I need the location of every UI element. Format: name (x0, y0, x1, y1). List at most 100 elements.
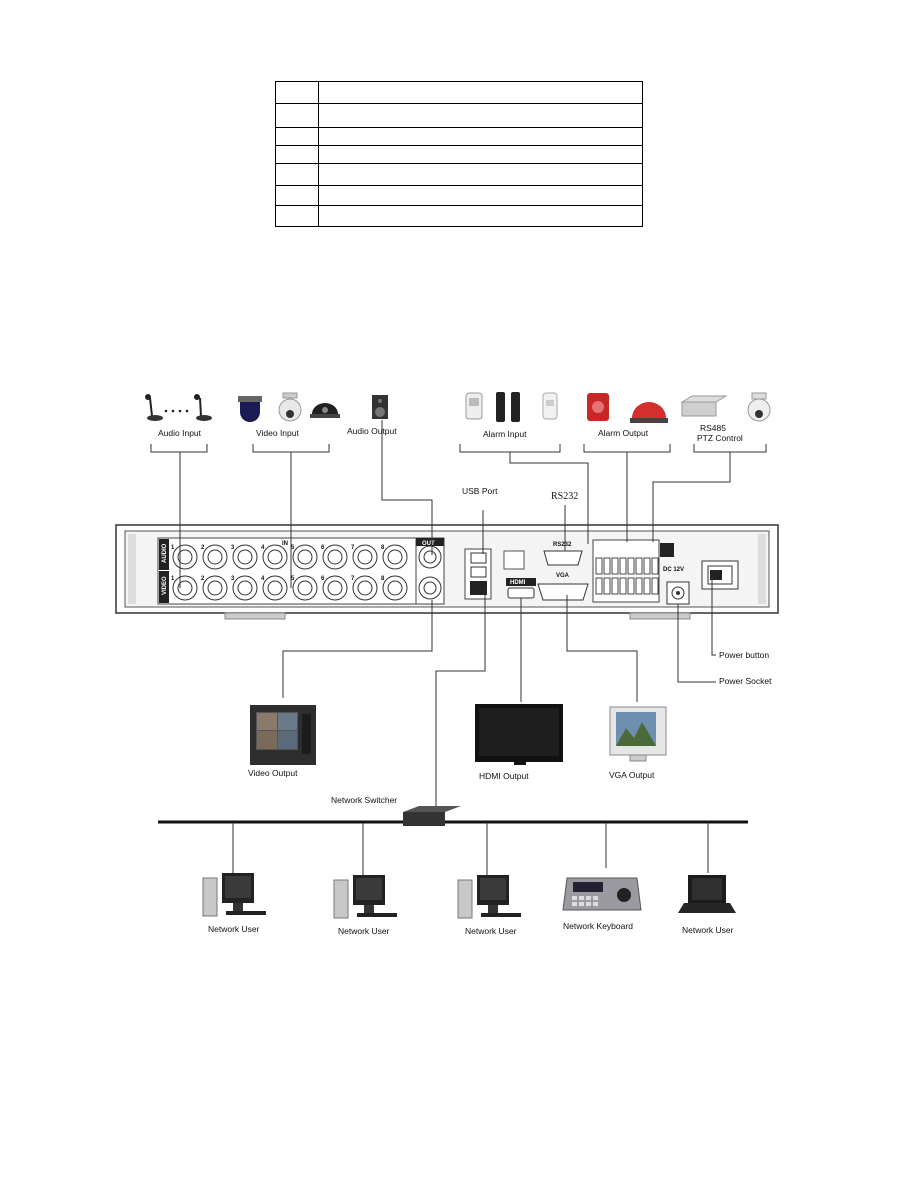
ptz-camera-icon (278, 392, 302, 422)
vga-monitor-icon (609, 706, 667, 762)
speaker-icon (372, 395, 388, 419)
bnc-connector-ring (237, 549, 253, 565)
pir-sensor-icon (465, 392, 483, 420)
table-row (275, 127, 643, 146)
bnc-connector-ring (237, 580, 253, 596)
vga-output-label: VGA Output (609, 770, 655, 780)
vga-panel-label: VGA (556, 573, 570, 579)
channel-number: 7 (351, 576, 355, 582)
bnc-connector (202, 544, 228, 570)
rs485-label: RS485 (700, 423, 726, 433)
hdmi-panel-label: HDMI (510, 580, 526, 586)
bnc-connector-ring (387, 549, 403, 565)
smoke-detector-icon (542, 392, 558, 420)
siren-icon (587, 393, 609, 421)
channel-number: 2 (201, 545, 205, 551)
alarm-terminal (611, 557, 619, 575)
bnc-connector-ring (267, 580, 283, 596)
bnc-connector-ring (357, 580, 373, 596)
audio-side-label: AUDIO (162, 543, 168, 563)
bnc-connector-ring (297, 549, 313, 565)
network-user-1-label: Network User (208, 924, 260, 934)
microphone-icon (194, 394, 212, 421)
alarm-terminal (651, 577, 659, 595)
alarm-terminal (611, 577, 619, 595)
beam-sensor-icon (496, 392, 520, 422)
rs232-panel-label: RS232 (553, 542, 572, 548)
alarm-terminal (643, 557, 651, 575)
channel-number: 2 (201, 576, 205, 582)
bnc-connector (382, 575, 408, 601)
video-side-label: VIDEO (162, 576, 168, 595)
network-switcher-label: Network Switcher (331, 795, 397, 805)
dc-panel-label: DC 12V (663, 567, 684, 573)
table-row (275, 205, 643, 227)
crt-monitor-icon (250, 705, 316, 765)
bnc-connector (292, 575, 318, 601)
channel-number: 4 (261, 576, 265, 582)
usb-port-label: USB Port (462, 486, 498, 496)
network-switch-icon (403, 806, 461, 826)
hdmi-output-label: HDMI Output (479, 771, 529, 781)
channel-number: 6 (321, 576, 325, 582)
bnc-connector-ring (267, 549, 283, 565)
alarm-terminal (635, 557, 643, 575)
bnc-out-connector-ring (423, 550, 437, 564)
video-input-label: Video Input (256, 428, 299, 438)
alarm-terminal (603, 577, 611, 595)
bnc-connector-ring (207, 580, 223, 596)
alarm-terminal (619, 557, 627, 575)
microphone-icon (145, 394, 163, 421)
power-socket-label: Power Socket (719, 676, 772, 686)
bnc-connector (262, 544, 288, 570)
laptop-icon (678, 875, 736, 913)
alarm-terminal (595, 557, 603, 575)
alarm-terminal (603, 557, 611, 575)
alarm-output-label: Alarm Output (598, 428, 649, 438)
out-label: OUT (422, 541, 435, 547)
bnc-connector-ring (177, 580, 193, 596)
alarm-terminal (651, 557, 659, 575)
bnc-connector-ring (327, 580, 343, 596)
network-user-2-label: Network User (338, 926, 390, 936)
network-user-4-label: Network User (682, 925, 734, 935)
ellipsis-dots (164, 409, 189, 413)
bnc-connector (202, 575, 228, 601)
bnc-connector (382, 544, 408, 570)
channel-number: 1 (171, 576, 175, 582)
bnc-connector (352, 544, 378, 570)
bnc-out-connector (418, 576, 442, 600)
desktop-pc-icon (457, 875, 521, 919)
alarm-terminal (643, 577, 651, 595)
alarm-beacon-icon (630, 402, 668, 423)
bnc-out-connector-ring (423, 581, 437, 595)
decoder-box-icon (680, 395, 728, 417)
ptz-keyboard-icon (562, 877, 642, 911)
desktop-pc-icon (202, 873, 266, 917)
rs232-label: RS232 (551, 491, 578, 502)
channel-number: 4 (261, 545, 265, 551)
ptz-control-label: PTZ Control (697, 433, 743, 443)
bnc-connector-ring (177, 549, 193, 565)
bnc-connector (322, 544, 348, 570)
audio-input-label: Audio Input (158, 428, 202, 438)
video-output-label: Video Output (248, 768, 298, 778)
channel-number: 8 (381, 545, 385, 551)
ptz-dome-icon (747, 392, 771, 422)
network-keyboard-label: Network Keyboard (563, 921, 633, 931)
channel-number: 8 (381, 576, 385, 582)
table-cell-index (275, 103, 319, 128)
channel-number: 3 (231, 576, 235, 582)
bnc-connector (322, 575, 348, 601)
bnc-out-connector (418, 545, 442, 569)
bnc-connector-ring (207, 549, 223, 565)
channel-number: 5 (291, 545, 295, 551)
network-user-3-label: Network User (465, 926, 517, 936)
in-label: IN (282, 541, 288, 547)
bnc-connector-ring (297, 580, 313, 596)
desktop-pc-icon (333, 875, 397, 919)
alarm-terminal (635, 577, 643, 595)
bnc-connector-ring (327, 549, 343, 565)
